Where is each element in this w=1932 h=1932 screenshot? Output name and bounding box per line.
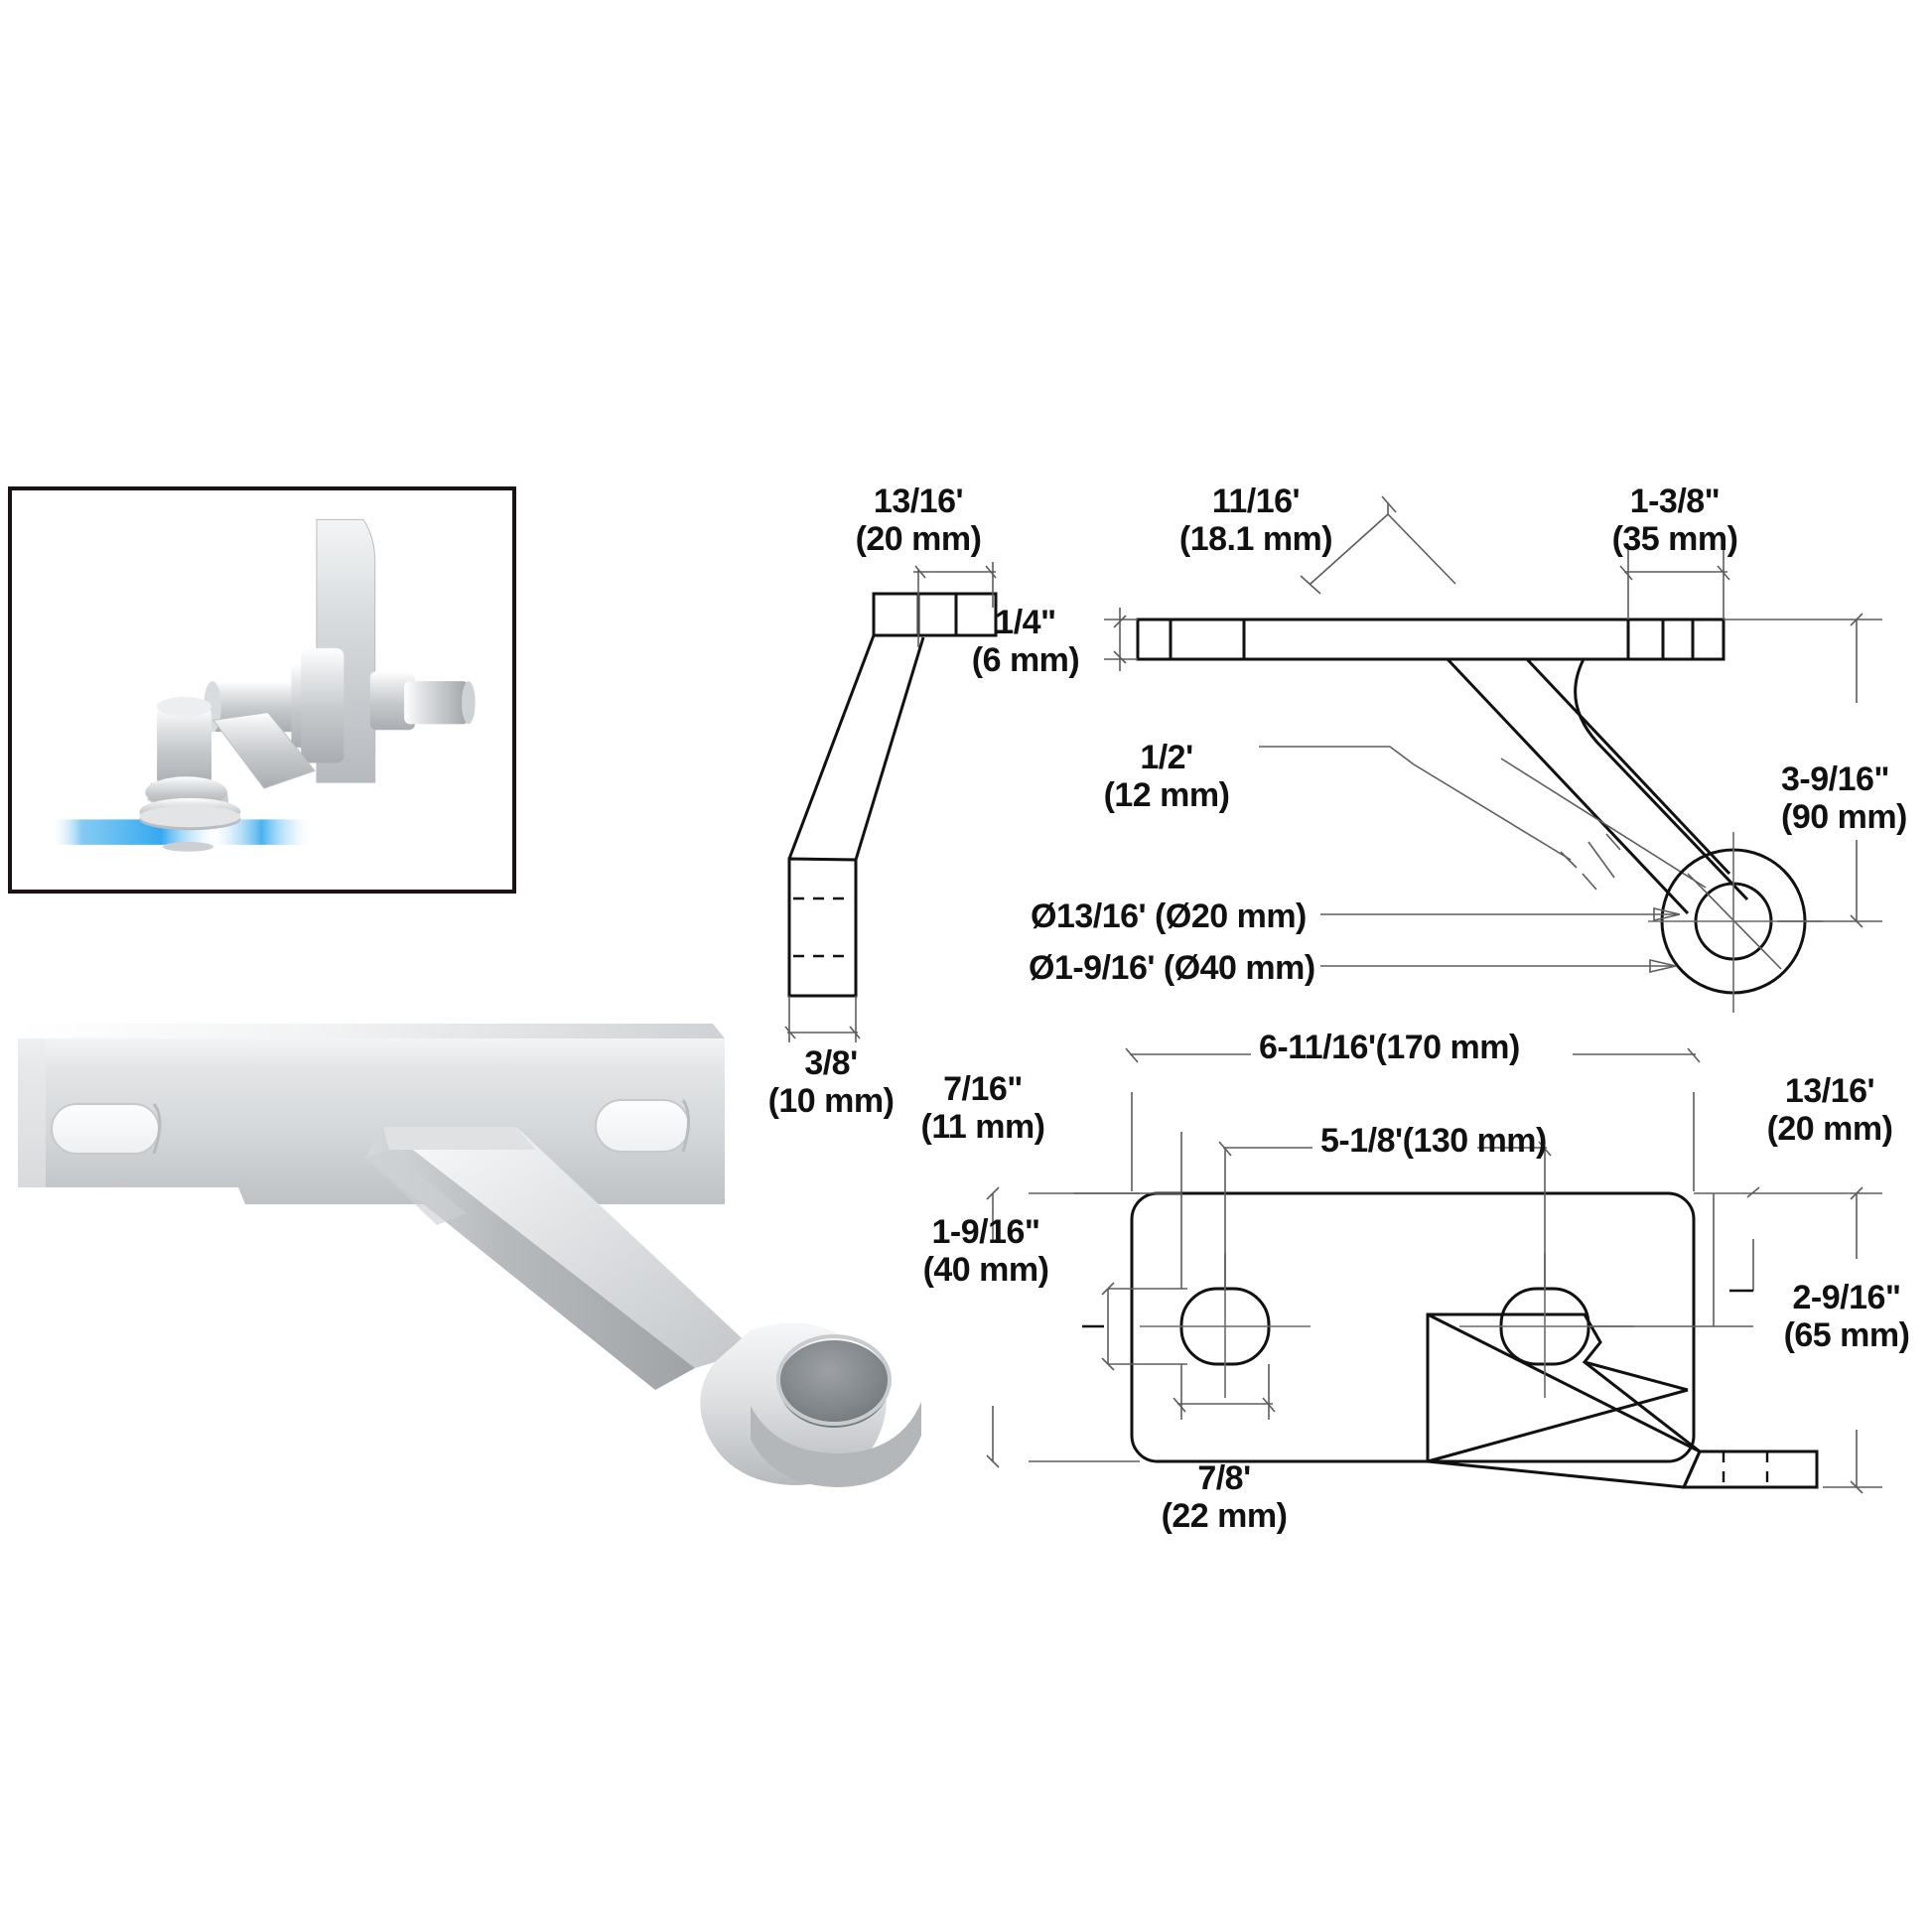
base-post-illustration xyxy=(139,696,241,852)
installation-illustration-svg xyxy=(50,518,476,852)
dim-overall-height: 3-9/16" (90 mm) xyxy=(1781,760,1907,837)
dim-overall-length: 6-11/16'(170 mm) xyxy=(1259,1029,1520,1066)
dim-slot-length: 7/8' (22 mm) xyxy=(1161,1459,1288,1536)
dim-right-offset: 13/16' (20 mm) xyxy=(1766,1072,1893,1149)
dim-boss-diameter: Ø1-9/16' (Ø40 mm) xyxy=(1029,949,1315,987)
dim-plate-height: 1-9/16" (40 mm) xyxy=(922,1213,1049,1290)
dim-plate-right-edge: 1-3/8" (35 mm) xyxy=(1611,483,1738,559)
installation-illustration-frame xyxy=(8,486,516,894)
dim-plate-thickness: 1/4" (6 mm) xyxy=(971,604,1080,680)
support-arm-illustration xyxy=(212,712,316,789)
dim-hole-spacing: 5-1/8'(130 mm) xyxy=(1320,1122,1547,1160)
dim-plate-width-left: 13/16' (20 mm) xyxy=(855,483,982,559)
dim-arm-depth: 2-9/16" (65 mm) xyxy=(1783,1279,1910,1355)
dim-edge-to-hole: 7/16" (11 mm) xyxy=(920,1070,1046,1147)
dim-arm-thickness: 1/2' (12 mm) xyxy=(1103,739,1230,815)
dim-rib-width: 11/16' (18.1 mm) xyxy=(1178,483,1333,559)
dim-bore-diameter: Ø13/16' (Ø20 mm) xyxy=(1031,897,1307,935)
dim-arm-tip-width: 3/8' (10 mm) xyxy=(767,1044,895,1121)
